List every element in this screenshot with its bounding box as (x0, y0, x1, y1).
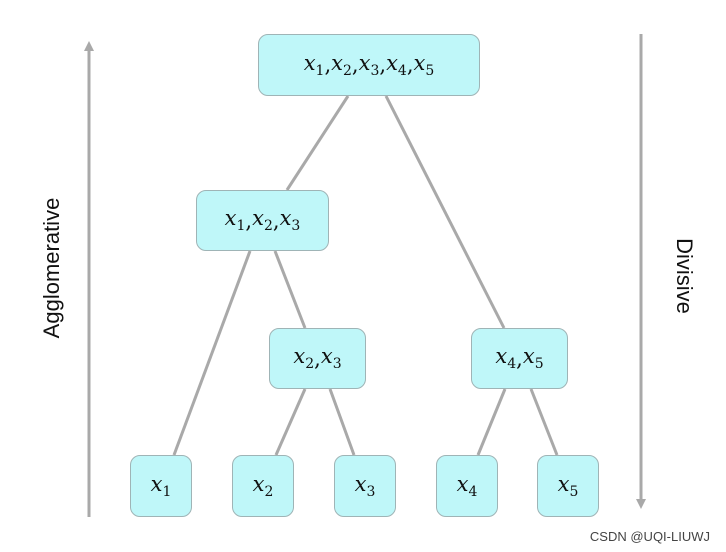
cluster-node-root: x1, x2, x3, x4, x5 (258, 34, 480, 96)
edge-n23-l2 (274, 388, 307, 456)
variable-x3: x3 (358, 50, 380, 80)
edge-n23-l3 (328, 388, 356, 456)
leaf-node-x1: x1 (130, 455, 192, 517)
separator: , (516, 346, 523, 371)
variable-x2: x2 (252, 206, 273, 235)
variable-x3: x3 (320, 344, 342, 373)
edge-root-n45 (384, 95, 506, 329)
leaf-node-x4: x4 (436, 455, 498, 517)
agglomerative-label: Agglomerative (39, 197, 64, 339)
separator: , (324, 53, 332, 77)
variable-x1: x1 (150, 471, 172, 501)
leaf-node-x2: x2 (232, 455, 294, 517)
edge-n45-l5 (529, 388, 559, 456)
edge-n45-l4 (476, 388, 507, 456)
separator: , (406, 53, 414, 77)
edge-n123-l1 (172, 250, 252, 456)
variable-x5: x5 (557, 471, 579, 501)
variable-x1: x1 (303, 50, 325, 80)
variable-x4: x4 (386, 50, 407, 80)
leaf-node-x3: x3 (334, 455, 396, 517)
cluster-node-x2-x3: x2, x3 (269, 328, 366, 389)
variable-x2: x2 (252, 471, 274, 501)
variable-x5: x5 (522, 344, 544, 373)
variable-x5: x5 (413, 50, 435, 80)
variable-x1: x1 (224, 206, 246, 235)
separator: , (314, 346, 321, 371)
watermark: CSDN @UQI-LIUWJ (589, 529, 710, 544)
variable-x4: x4 (456, 471, 478, 501)
separator: , (272, 208, 280, 233)
variable-x2: x2 (331, 50, 352, 80)
cluster-node-x1-x2-x3: x1, x2, x3 (196, 190, 329, 251)
variable-x4: x4 (495, 344, 517, 373)
tree-edges (172, 95, 559, 456)
edge-n123-n23 (273, 250, 307, 329)
variable-x3: x3 (354, 471, 376, 501)
cluster-node-x4-x5: x4, x5 (471, 328, 568, 389)
separator: , (245, 208, 253, 233)
edge-root-n123 (285, 95, 350, 191)
variable-x2: x2 (293, 344, 315, 373)
divisive-label: Divisive (672, 238, 697, 314)
separator: , (379, 53, 387, 77)
leaf-node-x5: x5 (537, 455, 599, 517)
separator: , (351, 53, 359, 77)
variable-x3: x3 (279, 206, 301, 235)
